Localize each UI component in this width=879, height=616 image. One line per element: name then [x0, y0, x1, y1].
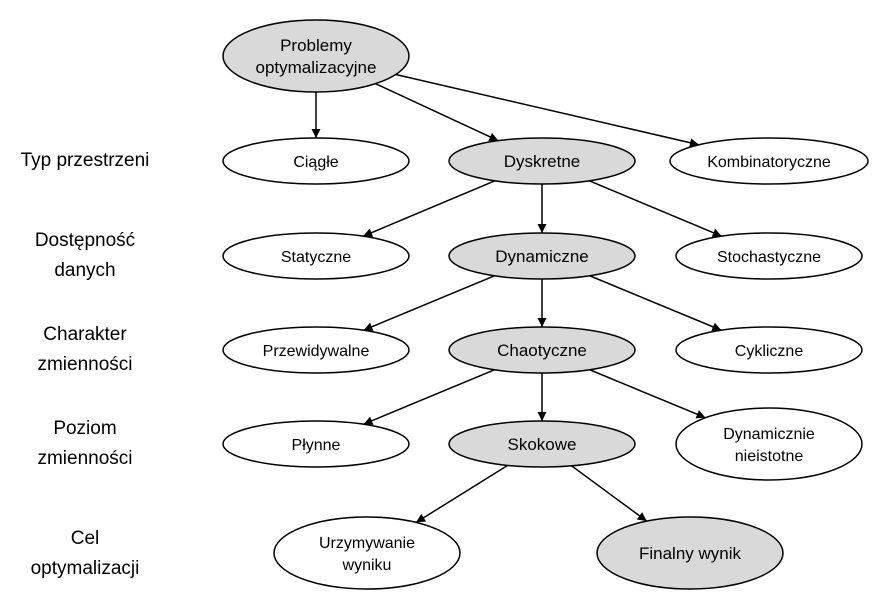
arrow-chaotyczne-to-dyn_nieistotne — [589, 369, 706, 419]
node-dyskretne-label: Dyskretne — [504, 152, 581, 171]
node-skokowe-label: Skokowe — [508, 435, 577, 454]
label-line: Charakter — [43, 324, 127, 345]
node-przewidywalne-shape — [222, 326, 410, 374]
node-ciagle-shape — [222, 137, 410, 185]
node-chaotyczne: Chaotyczne — [448, 326, 636, 374]
node-skokowe: Skokowe — [448, 420, 636, 468]
node-statyczne-label: Statyczne — [281, 249, 351, 266]
node-plynne: Płynne — [222, 420, 410, 468]
label-dostepnosc-danych: Dostępność danych — [10, 226, 160, 286]
node-dynamiczne-label: Dynamiczne — [495, 247, 589, 266]
arrow-chaotyczne-to-plynne — [363, 369, 495, 425]
label-line: zmienności — [37, 448, 133, 469]
node-stochastyczne: Stochastyczne — [675, 232, 863, 280]
label-line: optymalizacji — [30, 558, 140, 579]
label-line: Dostępność — [34, 230, 136, 251]
label-line: Cel — [70, 528, 100, 549]
label-line: danych — [54, 260, 116, 281]
arrow-skokowe-to-finalny — [571, 465, 648, 522]
node-finalny: Finalny wynik — [596, 516, 784, 590]
node-finalny-label: Finalny wynik — [639, 544, 742, 563]
node-przewidywalne: Przewidywalne — [222, 326, 410, 374]
node-finalny-shape — [596, 516, 784, 590]
node-stochastyczne-label: Stochastyczne — [717, 249, 821, 266]
node-dyn_nieistotne-label: Dynamicznie — [723, 426, 815, 443]
node-stochastyczne-shape — [675, 232, 863, 280]
node-skokowe-shape — [448, 420, 636, 468]
label-line: Typ przestrzeni — [20, 150, 150, 171]
node-dyskretne: Dyskretne — [448, 137, 636, 185]
node-chaotyczne-label: Chaotyczne — [497, 341, 587, 360]
node-cykliczne-label: Cykliczne — [735, 343, 804, 360]
node-root-label: Problemy — [280, 36, 352, 55]
label-charakter-zmiennosci: Charakter zmienności — [10, 320, 160, 380]
node-dyskretne-shape — [448, 137, 636, 185]
node-dynamiczne-shape — [448, 232, 636, 280]
node-plynne-label: Płynne — [292, 437, 341, 454]
node-root-shape — [222, 19, 410, 93]
node-chaotyczne-shape — [448, 326, 636, 374]
node-plynne-shape — [222, 420, 410, 468]
label-line: zmienności — [37, 354, 133, 375]
node-ciagle: Ciągłe — [222, 137, 410, 185]
arrow-dyskretne-to-statyczne — [362, 180, 496, 237]
node-urzymywanie: Urzymywanie wyniku — [273, 516, 461, 590]
node-root-label: optymalizacyjne — [256, 58, 377, 77]
arrow-dyskretne-to-stochastyczne — [589, 180, 722, 237]
node-przewidywalne-label: Przewidywalne — [263, 343, 370, 360]
node-dyn_nieistotne-shape — [675, 407, 863, 481]
node-root: Problemy optymalizacyjne — [222, 19, 410, 93]
node-cykliczne: Cykliczne — [675, 326, 863, 374]
label-poziom-zmiennosci: Poziom zmienności — [10, 414, 160, 474]
arrow-dynamiczne-to-przewidywalne — [363, 275, 495, 331]
label-typ-przestrzeni: Typ przestrzeni — [10, 146, 160, 176]
label-cel-optymalizacji: Cel optymalizacji — [10, 524, 160, 584]
node-ciagle-label: Ciągłe — [293, 154, 338, 171]
node-kombinatoryczne-label: Kombinatoryczne — [707, 154, 831, 171]
edges-group — [311, 73, 722, 524]
node-kombinatoryczne: Kombinatoryczne — [669, 137, 869, 185]
node-dyn_nieistotne: Dynamicznie nieistotne — [675, 407, 863, 481]
arrow-skokowe-to-urzymywanie — [415, 464, 509, 524]
node-urzymywanie-label: Urzymywanie — [319, 535, 415, 552]
node-urzymywanie-shape — [273, 516, 461, 590]
node-cykliczne-shape — [675, 326, 863, 374]
arrow-root-to-dyskretne — [375, 82, 499, 142]
node-statyczne: Statyczne — [222, 232, 410, 280]
node-dynamiczne: Dynamiczne — [448, 232, 636, 280]
label-line: Poziom — [53, 418, 117, 439]
node-kombinatoryczne-shape — [669, 137, 869, 185]
arrow-dynamiczne-to-cykliczne — [589, 275, 722, 331]
node-statyczne-shape — [222, 232, 410, 280]
node-dyn_nieistotne-label: nieistotne — [735, 448, 804, 465]
node-urzymywanie-label: wyniku — [342, 557, 392, 574]
arrow-root-to-kombinatoryczne — [395, 73, 700, 148]
